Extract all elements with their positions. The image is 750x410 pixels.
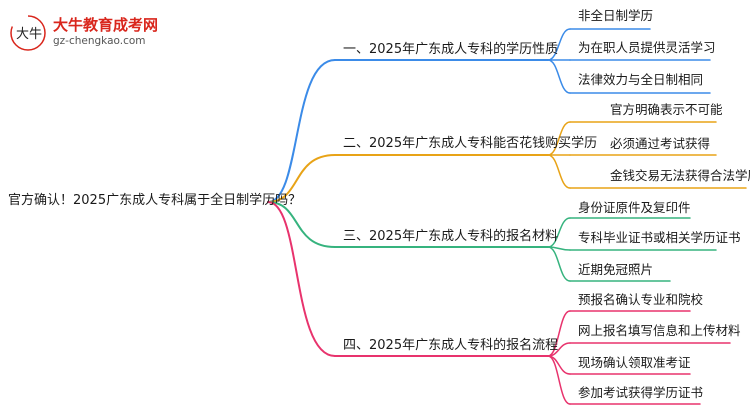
leaf-item: 参加考试获得学历证书 <box>578 385 704 400</box>
branch-leaf-connector <box>547 154 571 189</box>
leaf-item: 法律效力与全日制相同 <box>578 72 704 87</box>
logo-url: gz-chengkao.com <box>53 35 146 47</box>
leaf-item: 预报名确认专业和院校 <box>578 292 704 307</box>
root-topic: 官方确认！2025广东成人专科属于全日制学历吗？ <box>8 193 302 208</box>
branch-leaf-connector <box>547 246 571 282</box>
root-branch-connector <box>267 59 336 203</box>
branch-leaf-connector <box>547 217 571 248</box>
branch-leaf-connector <box>547 355 571 405</box>
branch-leaf-connector <box>547 310 571 357</box>
leaf-item: 为在职人员提供灵活学习 <box>578 40 716 55</box>
leaf-item: 必须通过考试获得 <box>610 136 711 151</box>
branch-leaf-connector <box>547 59 571 94</box>
branch-label: 三、2025年广东成人专科的报名材料 <box>343 229 559 244</box>
root-branch-connector <box>267 154 336 203</box>
branch-label: 四、2025年广东成人专科的报名流程 <box>343 338 559 353</box>
site-logo: 大牛 大牛教育成考网 gz-chengkao.com <box>8 14 158 52</box>
leaf-item: 专科毕业证书或相关学历证书 <box>578 230 741 245</box>
branch-label: 一、2025年广东成人专科的学历性质 <box>343 42 559 57</box>
leaf-item: 非全日制学历 <box>578 8 654 23</box>
leaf-item: 近期免冠照片 <box>578 262 654 277</box>
leaf-item: 现场确认领取准考证 <box>578 355 691 370</box>
branch-label: 二、2025年广东成人专科能否花钱购买学历 <box>343 136 598 151</box>
logo-name: 大牛教育成考网 <box>53 16 159 34</box>
logo-mark-text: 大牛 <box>16 27 42 42</box>
logo-mark-icon: 大牛 <box>10 15 46 51</box>
root-branch-connector <box>267 201 336 357</box>
leaf-item: 官方明确表示不可能 <box>610 102 723 117</box>
branch-leaf-connector <box>547 121 571 156</box>
leaf-item: 身份证原件及复印件 <box>578 200 691 215</box>
leaf-item: 网上报名填写信息和上传材料 <box>578 323 741 338</box>
branch-leaf-connector <box>547 28 571 61</box>
leaf-item: 金钱交易无法获得合法学历 <box>610 168 750 183</box>
root-branch-connector <box>267 201 336 248</box>
